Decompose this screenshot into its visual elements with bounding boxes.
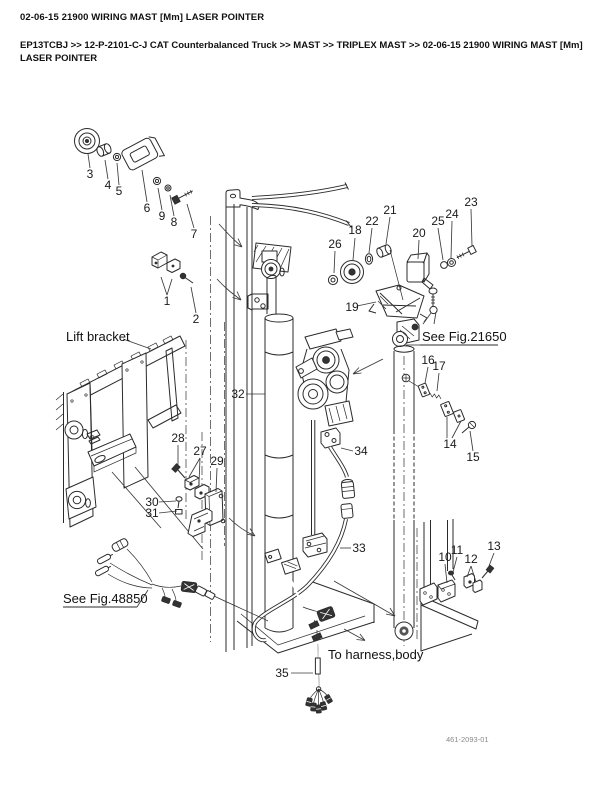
part-callout-19: 19 [345,300,359,314]
chain-anchor [302,532,328,558]
label-to-harness-body: To harness,body [328,647,424,662]
wiring-harness [63,538,269,622]
part-callout-26: 26 [328,237,342,251]
link-see-fig-21650[interactable]: See Fig.21650 [422,329,507,344]
callouts: 1 2 3 4 5 6 7 8 9 10 11 12 13 14 15 16 1… [87,167,501,680]
bracket-cover-part [121,136,165,171]
part-callout-34: 34 [354,444,368,458]
part-callout-17: 17 [432,359,446,373]
part-callout-25: 25 [431,214,445,228]
part-callout-9: 9 [159,209,166,223]
part-callout-10: 10 [438,550,452,564]
lift-bracket-assembly [55,335,204,550]
figure-number: 461-2093-01 [446,735,489,744]
hose-connector [340,503,354,519]
lift-cylinder [264,274,294,633]
hose-clamp [320,427,341,449]
rail-clamp [247,293,269,311]
part-callout-35: 35 [275,666,289,680]
callout-leaders [87,153,495,674]
centerlines [185,216,418,646]
mast-top-hook [225,189,260,210]
part-callout-21: 21 [383,203,397,217]
part-callout-32: 32 [231,387,245,401]
clip-parts-group [151,251,194,284]
part-callout-2: 2 [193,312,200,326]
part-callout-11: 11 [451,543,464,557]
head-parts-group [327,244,477,628]
hose-connector [340,478,356,499]
part-callout-5: 5 [116,184,123,198]
part-callout-22: 22 [365,214,379,228]
part-callout-1: 1 [164,294,171,308]
part-callout-24: 24 [445,207,459,221]
part-callout-3: 3 [87,167,94,181]
harness-lower [264,548,336,714]
part-callout-15: 15 [466,450,480,464]
page-title: 02-06-15 21900 WIRING MAST [Mm] LASER PO… [20,12,265,23]
label-lift-bracket: Lift bracket [66,329,130,344]
part-callout-33: 33 [352,541,366,555]
swivel-head [392,318,420,353]
part-callout-28: 28 [171,431,185,445]
part-callout-27: 27 [193,444,207,458]
part-callout-23: 23 [464,195,478,209]
breadcrumb: EP13TCBJ >> 12-P-2101-C-J CAT Counterbal… [20,40,583,64]
mast-structure [216,182,396,654]
part-callout-14: 14 [443,437,457,451]
mast-base-right [394,519,495,652]
wiring-sheave-cluster [251,328,356,643]
tie-bar-lower [251,203,350,226]
switch-parts-group [401,373,477,434]
part-callout-6: 6 [144,201,151,215]
part-callout-16: 16 [421,353,435,367]
part-callout-31: 31 [145,506,159,520]
link-see-fig-48850[interactable]: See Fig.48850 [63,591,148,606]
roller-part [96,143,112,157]
part-callout-8: 8 [171,215,178,229]
part-callout-7: 7 [191,227,198,241]
part-callout-20: 20 [412,226,426,240]
annotations: Lift bracket See Fig.21650 See Fig.48850… [63,329,507,662]
switch-bracket-cluster [171,463,226,537]
install-arrows [216,223,396,641]
guide-bracket-part [368,249,428,323]
part-callout-29: 29 [210,454,224,468]
bolt-part [171,189,193,205]
part-callout-12: 12 [464,552,478,566]
part-callout-13: 13 [487,539,501,553]
sheave-parts-group [74,128,193,205]
part-callout-30: 30 [145,495,159,509]
mount-block-part [406,252,434,290]
part-callout-4: 4 [105,178,112,192]
secondary-cylinder [393,351,415,628]
part-callout-18: 18 [348,223,362,237]
